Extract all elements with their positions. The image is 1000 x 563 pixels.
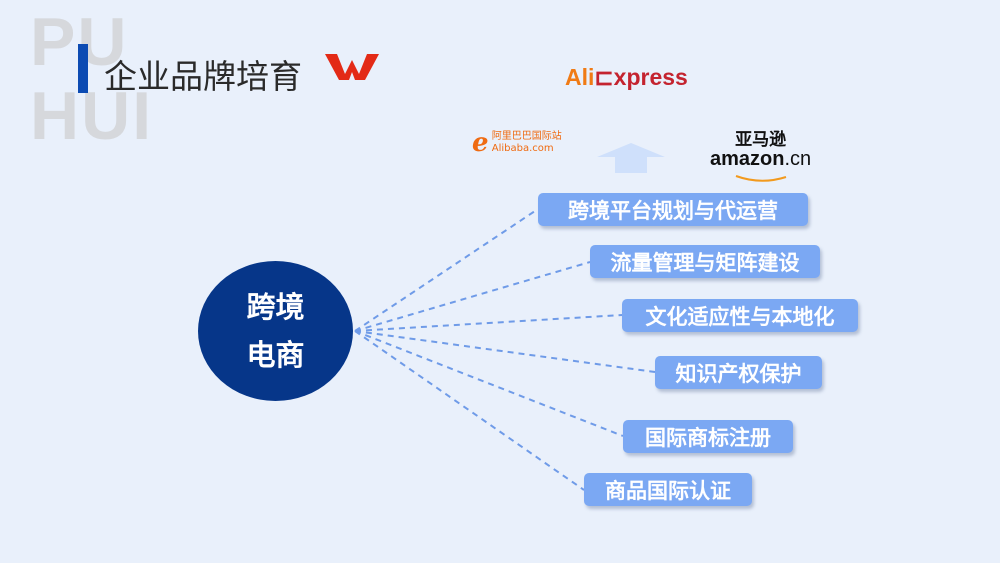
amazon-suffix: .cn	[784, 148, 812, 170]
connector	[354, 330, 656, 373]
connector	[354, 261, 591, 332]
center-node-line2: 电商	[246, 338, 305, 372]
center-node: 跨境 电商	[198, 261, 353, 401]
branch-node: 国际商标注册	[623, 420, 793, 453]
amazon-smile-icon	[735, 175, 786, 182]
center-node-line1: 跨境	[246, 290, 305, 324]
aliexpress-part1: Ali	[565, 64, 595, 90]
alibaba-cn: 阿里巴巴国际站	[491, 131, 562, 142]
alibaba-en: Alibaba.com	[491, 143, 554, 154]
alibaba-logo: ℯ 阿里巴巴国际站 Alibaba.com	[472, 128, 562, 158]
alibaba-icon: ℯ	[472, 128, 489, 158]
page-title: 企业品牌培育	[104, 57, 302, 96]
amazon-logo: 亚马逊 amazon.cn	[710, 125, 811, 187]
amazon-cn: 亚马逊	[735, 130, 787, 150]
up-arrow-icon	[597, 143, 665, 173]
connector	[354, 208, 539, 332]
accent-bar	[78, 44, 88, 93]
aliexpress-logo: Ali⊏xpress	[565, 64, 688, 91]
branch-node: 流量管理与矩阵建设	[590, 245, 820, 278]
connector	[354, 330, 624, 437]
aliexpress-part2: xpress	[613, 64, 688, 90]
connector	[354, 330, 585, 491]
watermark-hui: HUI	[30, 78, 154, 154]
brand-logo-icon	[325, 54, 379, 80]
amazon-en: amazon	[710, 148, 785, 170]
cart-icon: ⊏	[594, 64, 614, 90]
branch-node: 文化适应性与本地化	[622, 299, 858, 332]
connector	[354, 314, 623, 332]
branch-node: 跨境平台规划与代运营	[538, 193, 808, 226]
branch-node: 知识产权保护	[655, 356, 822, 389]
branch-node: 商品国际认证	[584, 473, 752, 506]
